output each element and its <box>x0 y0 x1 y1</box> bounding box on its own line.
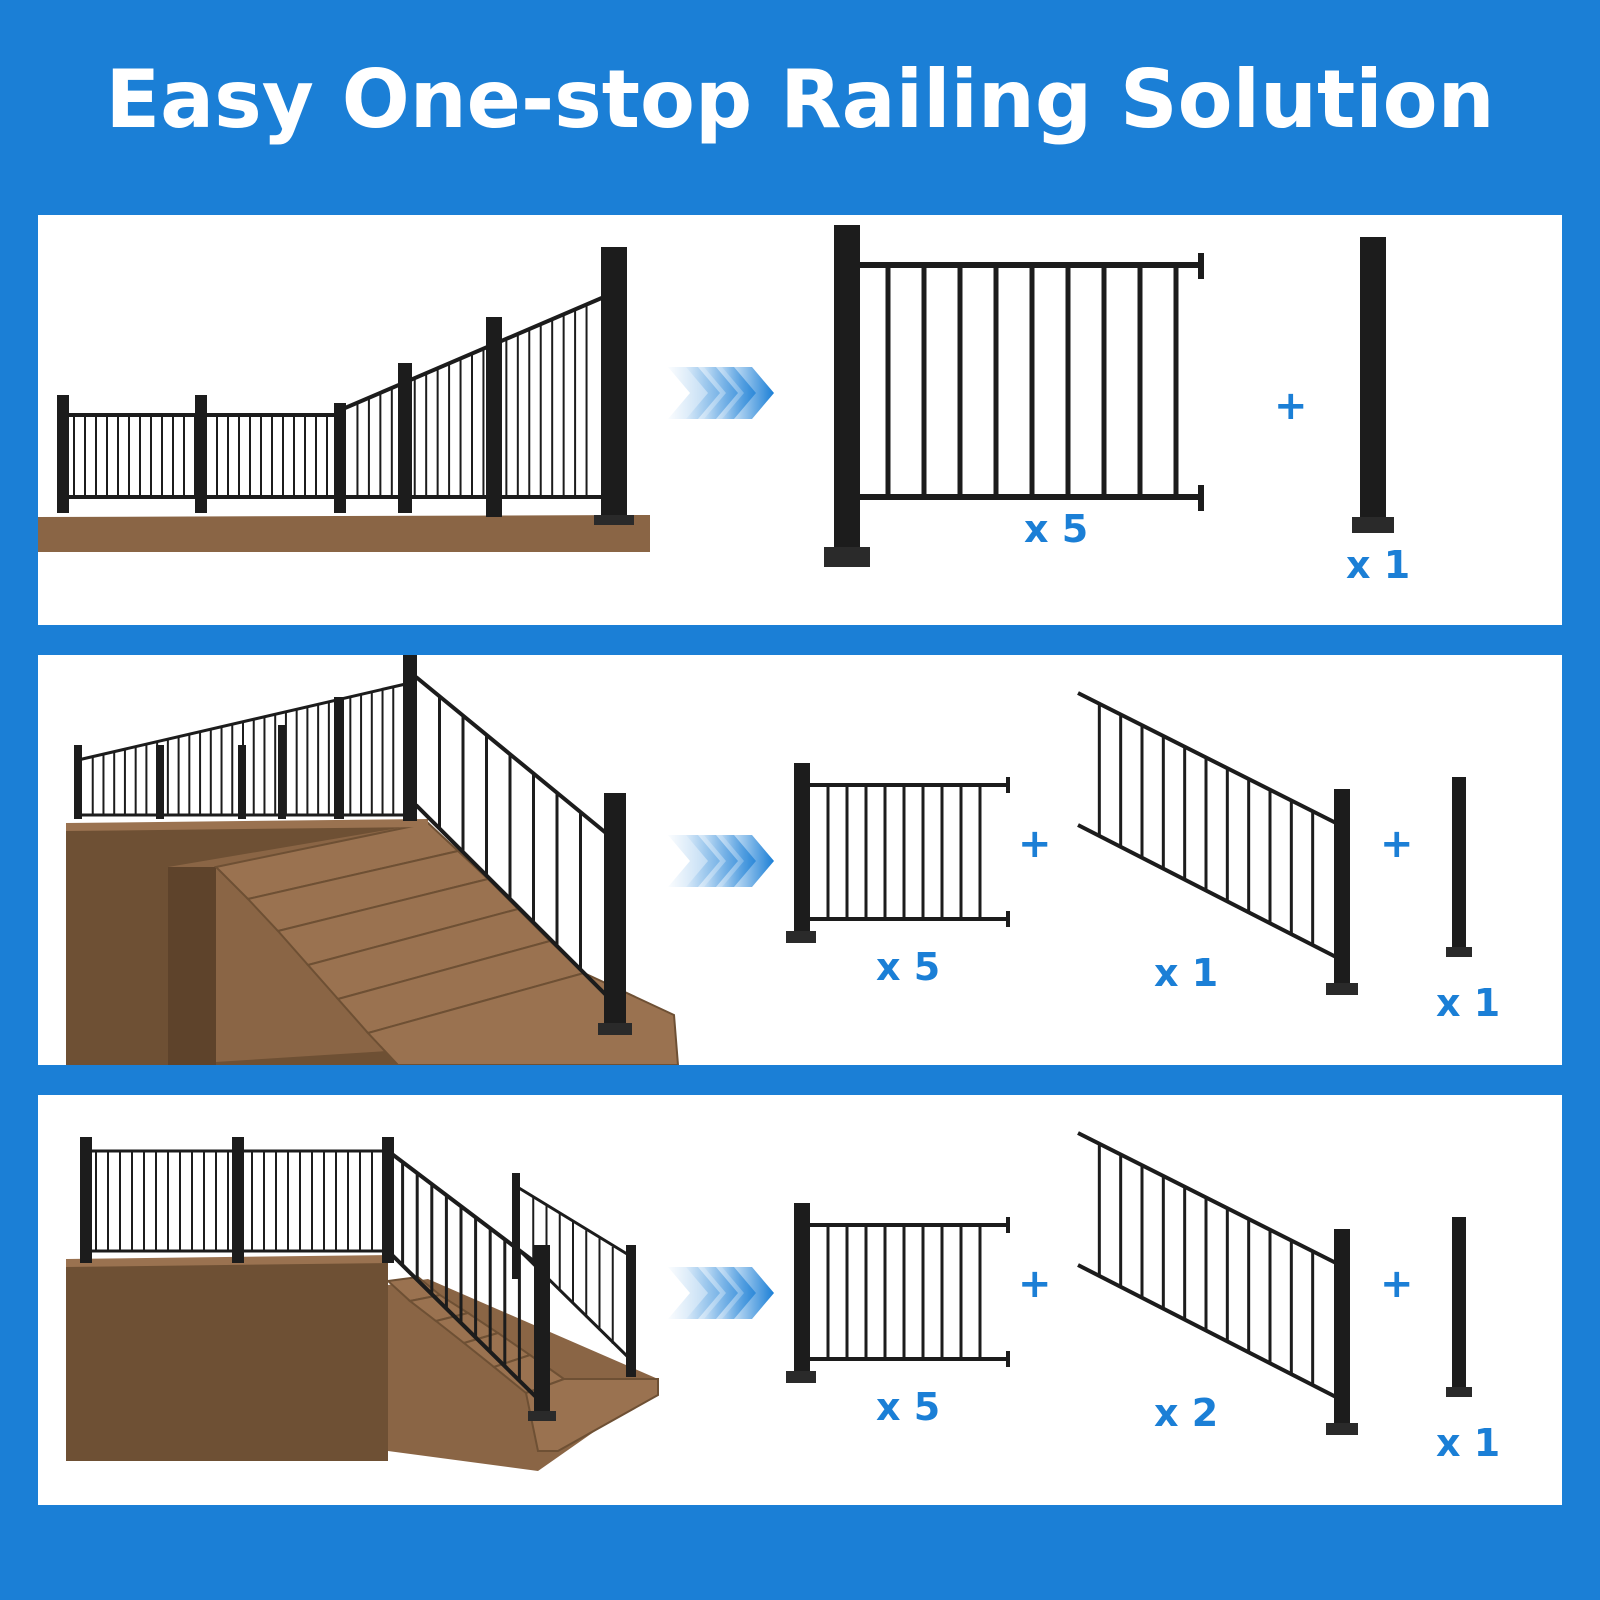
stair-step <box>524 1378 659 1452</box>
plus-icon: + <box>1380 821 1414 867</box>
rail-panel-qty: x 5 <box>1024 507 1089 551</box>
post-kit-icon <box>1352 237 1394 533</box>
post-qty: x 1 <box>1436 981 1501 1025</box>
arrow-chevrons-icon <box>668 835 774 887</box>
post-qty: x 1 <box>1346 543 1411 587</box>
post-qty: x 1 <box>1436 1421 1501 1465</box>
rail-panel-kit-icon <box>786 763 1010 943</box>
deck-stair-railing <box>80 1137 636 1421</box>
stair-step <box>366 971 680 1065</box>
panel-3-illustration <box>66 1131 1472 1471</box>
post-kit-icon <box>1446 777 1472 957</box>
rail-panel-kit-icon <box>786 1203 1010 1383</box>
post-kit-icon <box>1446 1217 1472 1397</box>
plus-icon: + <box>1274 383 1308 429</box>
rail-panel-qty: x 5 <box>876 1385 941 1429</box>
panel-2-illustration <box>66 655 1472 1065</box>
page-title: Easy One-stop Railing Solution <box>105 53 1495 146</box>
arrow-chevrons-icon <box>668 1267 774 1319</box>
panel-1-illustration <box>38 225 1394 567</box>
deck-stairs-scene <box>66 1255 659 1471</box>
deck-stairs-scene <box>66 819 680 1065</box>
stair-panel-qty: x 2 <box>1154 1391 1219 1435</box>
panel-double-stair-railing: + + x 5 x 2 x 1 <box>38 1095 1562 1505</box>
stair-panel-kit-icon <box>1077 691 1358 995</box>
arrow-chevrons-icon <box>668 367 774 419</box>
plus-icon: + <box>1018 1261 1052 1307</box>
deck-stair-railing <box>74 655 632 1035</box>
panel-stair-railing: + + x 5 x 1 x 1 <box>38 655 1562 1065</box>
plus-icon: + <box>1018 821 1052 867</box>
stair-panel-qty: x 1 <box>1154 951 1219 995</box>
rail-panel-qty: x 5 <box>876 945 941 989</box>
plus-icon: + <box>1380 1261 1414 1307</box>
deck-floor <box>38 515 650 552</box>
rail-panel-kit-icon <box>824 225 1204 567</box>
stair-panel-kit-icon <box>1077 1131 1358 1435</box>
deck-railing-scene <box>57 247 634 525</box>
panel-straight-railing: + x 5 x 1 <box>38 215 1562 625</box>
